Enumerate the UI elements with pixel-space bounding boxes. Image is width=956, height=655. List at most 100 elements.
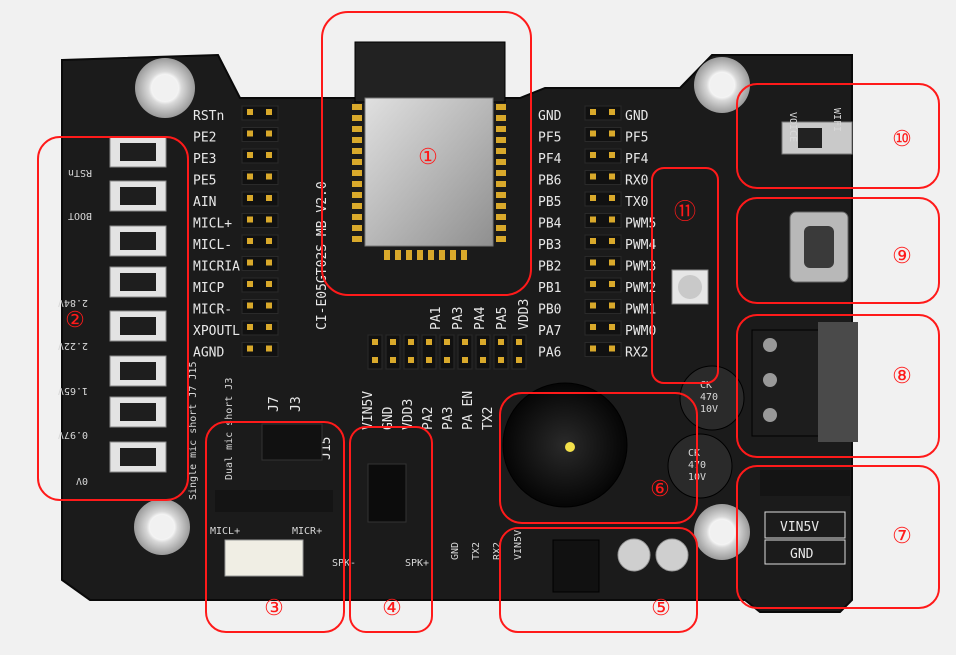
jumper-j3: J3	[289, 396, 304, 412]
module-pad	[496, 214, 506, 220]
tact-button-body	[109, 225, 167, 257]
header-pin	[266, 109, 272, 115]
silk-button-label: 2.22V	[58, 340, 88, 351]
header-pin	[609, 195, 615, 201]
tact-button-cap	[120, 317, 156, 335]
module-pad	[496, 225, 506, 231]
header-pin	[426, 357, 432, 363]
header-pin	[266, 195, 272, 201]
header-pin	[408, 357, 414, 363]
silk-left-label: PE5	[193, 174, 216, 189]
silk-button-label: 0.97V	[58, 429, 88, 440]
mic-label-single: Single mic short J7 J15	[188, 362, 199, 500]
header-pin	[609, 152, 615, 158]
header-pin	[498, 357, 504, 363]
right-pin-header	[584, 105, 622, 357]
silk-right-right-label: PWM3	[625, 260, 656, 275]
module-pad	[406, 250, 412, 260]
header-pin	[247, 152, 253, 158]
header-pin-pair	[385, 334, 401, 370]
tact-button-cap	[120, 273, 156, 291]
module-pad	[496, 159, 506, 165]
header-pin-pair	[457, 334, 473, 370]
header-pin	[498, 339, 504, 345]
silk-right-right-label: GND	[625, 109, 649, 124]
header-pin	[266, 324, 272, 330]
header-pin	[426, 339, 432, 345]
header-pin	[390, 339, 396, 345]
header-pin	[480, 339, 486, 345]
silk-right-left-label: GND	[538, 109, 562, 124]
silk-right-right-label: TX0	[625, 195, 648, 210]
callout-box-9	[736, 197, 940, 304]
header-pin	[590, 238, 596, 244]
callout-num-10: ⑩	[892, 127, 912, 152]
silk-left-label: AGND	[193, 346, 224, 361]
silk-lower-label: GND	[381, 406, 396, 430]
amp-chip	[367, 463, 407, 523]
module-pad	[352, 192, 362, 198]
header-pin	[516, 339, 522, 345]
silk-left-label: MICRIA	[193, 260, 240, 275]
module-pad	[428, 250, 434, 260]
module-pads	[352, 104, 506, 260]
tact-button-cap	[120, 143, 156, 161]
power-header	[760, 470, 850, 496]
header-pin	[408, 339, 414, 345]
callout-num-11: ⑪	[674, 200, 696, 225]
module-pad	[384, 250, 390, 260]
silk-right-left-label: PA7	[538, 324, 561, 339]
silk-right-left-label: PB3	[538, 238, 561, 253]
silk-lower-label: VDD3	[401, 399, 416, 430]
silk-right-left-label: PB4	[538, 217, 562, 232]
silk-middle-label: PA3	[451, 307, 466, 330]
module-pad	[352, 236, 362, 242]
silk-left-label: MICR-	[193, 303, 232, 318]
module-pad	[496, 170, 506, 176]
header-pin-pair	[403, 334, 419, 370]
silk-right-right-label: PWM5	[625, 217, 656, 232]
header-pin-pair	[367, 334, 383, 370]
header-pin	[609, 130, 615, 137]
header-pin	[247, 281, 253, 287]
header-pin	[247, 345, 253, 352]
spk-plus-label: SPK+	[405, 558, 429, 569]
capacitor-marking: CK	[688, 448, 700, 459]
silk-right-left-label: PF5	[538, 131, 561, 146]
header-pin	[609, 259, 615, 266]
header-pin	[590, 130, 596, 137]
callout-box-8	[736, 314, 940, 458]
buzzer	[502, 382, 628, 508]
callout-num-4: ④	[382, 596, 402, 621]
switch-label-voice: VOICE	[787, 112, 798, 142]
silk-left-label: XPOUTL	[193, 324, 240, 339]
callout-num-3: ③	[264, 596, 284, 621]
callout-num-7: ⑦	[892, 524, 912, 549]
header-pin	[590, 173, 596, 180]
silk-right-left-label: PA6	[538, 346, 561, 361]
callout-box-3	[205, 421, 345, 633]
silk-middle-label: VDD3	[517, 299, 532, 330]
header-pin	[444, 339, 450, 345]
tact-button-cap	[120, 187, 156, 205]
header-pin	[609, 109, 615, 115]
capacitor-marking: 470	[700, 392, 718, 403]
module-pad	[496, 126, 506, 132]
module-pad	[496, 236, 506, 242]
module-pad	[417, 250, 423, 260]
silk-uart-label: RX2	[492, 542, 503, 560]
header-pin	[609, 302, 615, 309]
header-pin-pair	[493, 334, 509, 370]
tact-button-cap	[120, 362, 156, 380]
header-pin	[609, 173, 615, 180]
header-pin	[266, 302, 272, 309]
header-pin	[247, 324, 253, 330]
header-pin	[266, 259, 272, 266]
module-pad	[496, 115, 506, 121]
module-pad	[395, 250, 401, 260]
module-pad	[496, 104, 506, 110]
header-pin	[590, 195, 596, 201]
silk-left-label: RSTn	[193, 109, 224, 124]
